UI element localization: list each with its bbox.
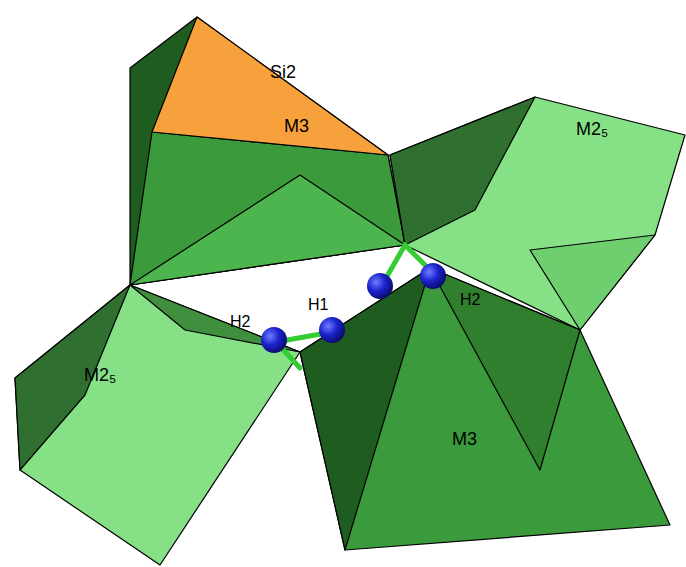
octahedron-back [130, 17, 405, 285]
tetrahedron-label: Si2 [270, 63, 296, 83]
octahedron-face [130, 285, 300, 352]
octahedron-label: M3 [284, 117, 309, 137]
atom-label: H2 [460, 291, 480, 309]
hydrogen-sphere [420, 263, 446, 289]
octahedron-face [130, 132, 405, 285]
octahedron-label: M2₅ [576, 120, 608, 140]
site-name: M2₅ [576, 120, 608, 140]
hydrogen-sphere [319, 317, 345, 343]
hydrogen-sphere [261, 327, 287, 353]
octahedron-face [15, 285, 130, 470]
site-name: Si2 [270, 63, 296, 83]
hydrogen-sphere [367, 273, 393, 299]
octahedron-label: M3 [452, 430, 477, 450]
site-name: M3 [452, 430, 477, 450]
tetrahedron [152, 17, 388, 155]
atom-label: H2 [230, 313, 250, 331]
octahedron-face [15, 285, 300, 565]
octahedron-face [130, 175, 405, 285]
atom-label: H1 [308, 296, 328, 314]
octahedron-face [530, 235, 655, 330]
octahedron-label: M2₅ [84, 366, 116, 386]
site-name: M3 [284, 117, 309, 137]
octahedron-face [300, 268, 430, 550]
octahedron-face [390, 97, 535, 245]
octahedron-face [430, 268, 580, 470]
octahedron-face [300, 268, 670, 550]
site-name: M2₅ [84, 366, 116, 386]
